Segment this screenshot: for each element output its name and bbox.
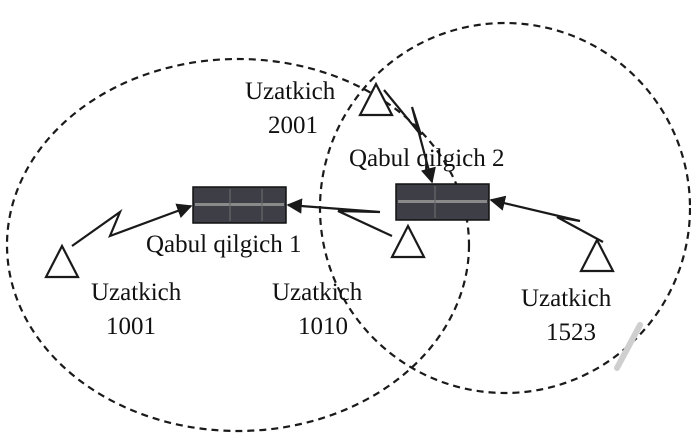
transmitter-1001-code: 1001 (106, 313, 156, 340)
transmitter-1010-signal (286, 198, 393, 237)
transmitter-2001-code: 2001 (268, 112, 318, 139)
transmitter-1523-name: Uzatkich (521, 285, 612, 312)
transmitter-1010-antenna-icon (390, 223, 426, 259)
transmitter-2001-signal (383, 89, 436, 184)
transmitter-1523-code: 1523 (546, 319, 596, 346)
transmitter-1523-antenna-icon (579, 237, 615, 273)
receiver-2-device (395, 183, 490, 221)
transmitter-1010-name: Uzatkich (272, 279, 363, 306)
receiver-1-device (192, 186, 287, 224)
transmitter-1001-antenna-icon (44, 243, 80, 279)
transmitter-2001-name: Uzatkich (245, 78, 336, 105)
transmitter-2001-antenna-icon (358, 81, 394, 117)
corner-mark (614, 322, 643, 371)
transmitter-1523-signal (489, 195, 604, 243)
transmitter-1001-signal (71, 203, 193, 247)
receiver-1-label: Qabul qilgich 1 (146, 231, 302, 258)
transmitter-1001-name: Uzatkich (91, 279, 182, 306)
transmitter-1010-code: 1010 (298, 313, 348, 340)
coverage-zone-1 (5, 57, 471, 433)
